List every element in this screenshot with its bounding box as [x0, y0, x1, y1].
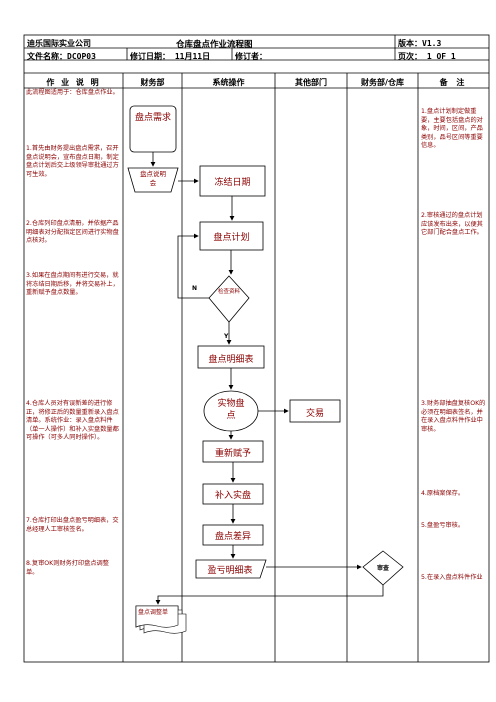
freeze-label: 冻结日期: [214, 178, 251, 188]
meeting-shape: [127, 167, 179, 193]
desc-scope: 此流程图适用于：仓库盘点作业。: [26, 89, 119, 96]
yes-label: Y: [224, 333, 229, 340]
review-label: 审查: [376, 565, 389, 572]
remark-5a: 5.盘盈亏审核。: [421, 522, 465, 529]
plan-box: [199, 221, 264, 251]
diff-label: 盘点差异: [214, 532, 251, 542]
adjust-label: 盘点调整单: [138, 609, 169, 616]
check-diamond: [208, 275, 250, 323]
desc-step2: 2.仓库列印盘点清册，并依据产品明细表对分配指定区间进行实物盘点核对。: [26, 220, 119, 245]
demand-label: 盘点需求: [134, 113, 171, 123]
pl-detail-label: 盈亏明细表: [207, 566, 253, 576]
col-system: 系统操作: [212, 78, 245, 87]
desc-step4: 4.仓库人员对有误新差的进行修正，将修正后的数量重新录入盘点清单。系统作业：录入…: [26, 400, 119, 442]
meeting-label: 盘点说明会: [140, 170, 166, 187]
desc-step8: 8.复审OK则财务打印盘点调整单。: [26, 560, 109, 576]
desc-step1: 1.首先由财务提出盘点需求，召开盘点说明会，宣布盘点日期，制定盘点计划后交上级领…: [26, 145, 119, 178]
col-finance: 财务部: [140, 78, 165, 87]
col-desc: 作 业 说 明: [46, 78, 101, 87]
col-fin-wh: 财务部/仓库: [361, 78, 404, 87]
remark-1: 1.盘点计划制定做重要，主要包括盘点的对象，时间，区间，产品类别，品号区间等重要…: [421, 108, 483, 150]
version-label: 版本：V1.3: [398, 39, 442, 48]
no-label: N: [192, 285, 198, 292]
plan-label: 盘点计划: [213, 233, 250, 243]
col-other: 其他部门: [295, 78, 327, 87]
revise-date-label: 修订日期： 11月11日: [130, 52, 211, 61]
page-label: 页次： 1 OF 1: [398, 52, 456, 61]
desc-step3: 3.如果在盘点期间有进行交易，就将冻结日期后移，并将交易补上，重新赋予盘点数量。: [26, 272, 119, 297]
supplement-label: 补入实盘: [214, 491, 251, 501]
check-label: 检查资料: [217, 289, 240, 295]
trade-box: [289, 399, 341, 423]
file-name-label: 文件名称：DCOP03: [27, 52, 96, 61]
remark-3: 3.财务部抽盘复核OK的必须在明细表签名，并在录入盘点料件作业中审核。: [421, 400, 486, 433]
detail-label: 盘点明细表: [208, 355, 254, 365]
page-title: 仓库盘点作业流程图: [176, 40, 253, 50]
trade-label: 交易: [305, 409, 324, 419]
reviser-label: 修订者：: [235, 52, 267, 61]
remark-5b: 5.在录入盘点料件作业: [421, 574, 483, 581]
desc-step7: 7.仓库打印出盘点盈亏明细表，交总经理人工审核签名。: [26, 517, 119, 533]
pl-detail-shape: [195, 559, 267, 579]
col-remark: 备 注: [439, 78, 468, 87]
company-name: 迪乐国际实业公司: [27, 39, 91, 48]
reassign-label: 重新赋予: [214, 449, 251, 459]
remark-4: 4.原档案保存。: [421, 490, 465, 497]
physical-label: 实物盘点: [217, 399, 245, 421]
remark-2: 2.审核通过的盘点计划应该发布出来，以便其它部门配合盘点工作。: [421, 212, 483, 237]
freeze-box: [199, 165, 266, 197]
